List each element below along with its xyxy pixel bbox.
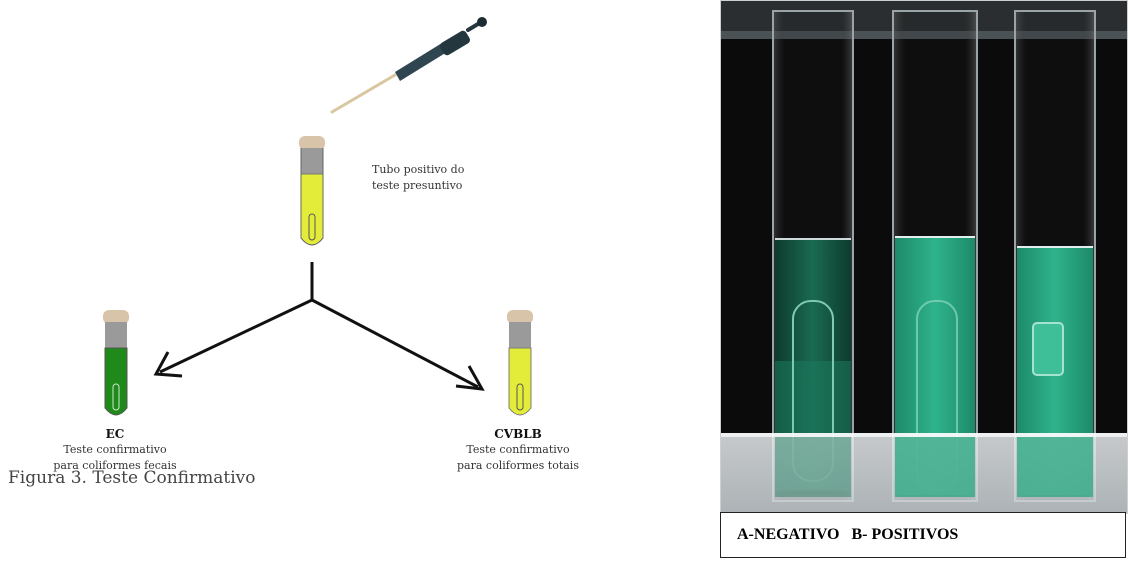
cvblb-label: CVBLB Teste confirmativo para coliformes… [438,426,598,474]
tube-a-negative [772,10,854,502]
cvblb-line2: para coliformes totais [457,459,579,472]
presumptive-label-line2: teste presuntivo [372,179,463,192]
test-tubes-photo [720,0,1128,514]
tube-b1-positive [892,10,978,502]
cvblb-line1: Teste confirmativo [466,443,570,456]
presumptive-tube-icon [299,136,325,246]
photo-caption-box: A-NEGATIVO B- POSITIVOS [720,512,1126,558]
pipette-icon [330,17,487,114]
presumptive-label: Tubo positivo do teste presuntivo [372,162,464,194]
figure-caption: Figura 3. Teste Confirmativo [8,468,256,488]
photo-canvas [721,1,1127,513]
cvblb-title: CVBLB [494,427,542,441]
photo-caption: A-NEGATIVO B- POSITIVOS [737,526,959,543]
cvblb-tube-icon [507,310,533,416]
confirmative-test-diagram: Tubo positivo do teste presuntivo EC Tes… [8,17,598,488]
branch-arrows [153,262,485,391]
diagram-canvas [103,17,533,416]
presumptive-label-line1: Tubo positivo do [372,163,465,176]
ec-label: EC Teste confirmativo para coliformes fe… [40,426,190,474]
tube-b2-positive [1014,10,1096,502]
ec-tube-icon [103,310,129,416]
ec-line1: Teste confirmativo [63,443,167,456]
ec-line2: para coliformes fecais [53,459,177,472]
ec-title: EC [105,427,125,441]
